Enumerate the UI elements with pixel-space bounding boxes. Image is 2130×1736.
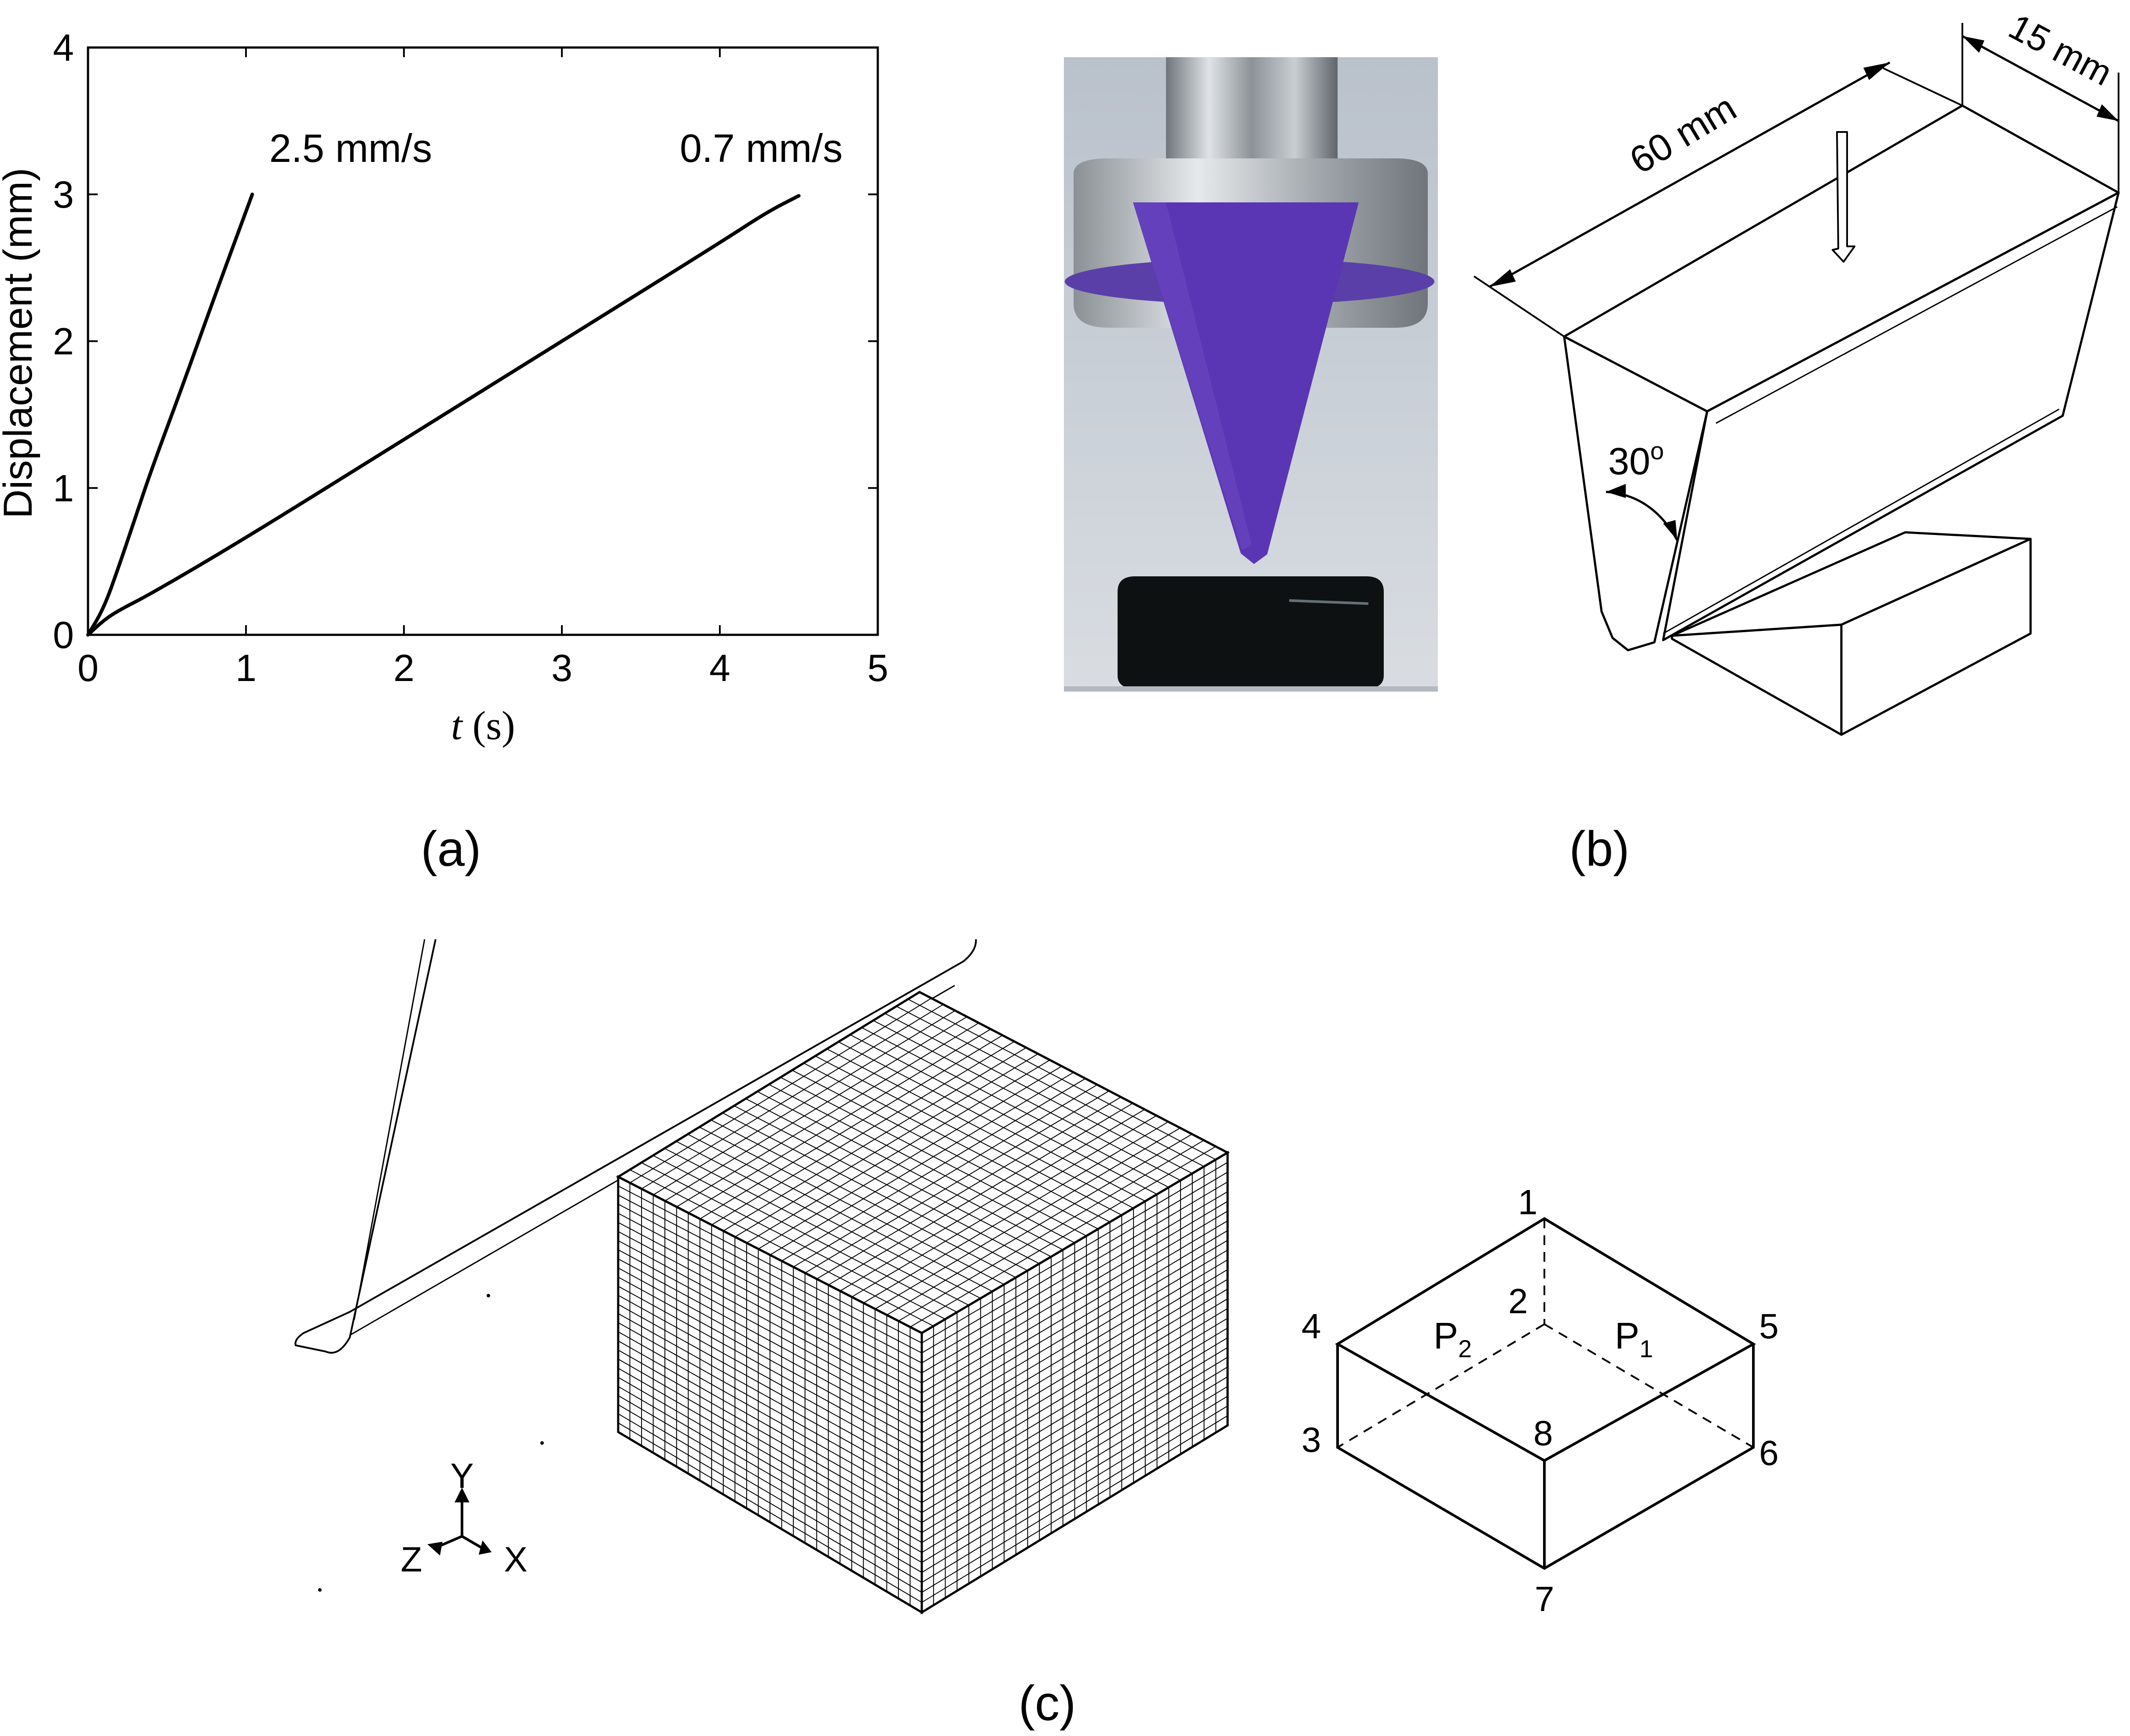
dim-label-width: 15 mm: [2002, 7, 2119, 94]
series-line-slow: [86, 194, 801, 637]
wedge-lower-highlight: [1663, 408, 2060, 634]
node-7: 7: [1535, 1579, 1554, 1619]
gel-sample-highlight: [1289, 599, 1369, 605]
hidden-edge-2-6: [1543, 1323, 1754, 1448]
caption-a: (a): [421, 821, 481, 876]
node-5: 5: [1759, 1307, 1779, 1346]
blade-outline: [294, 939, 977, 1354]
node-1: 1: [1518, 1183, 1538, 1222]
node-4: 4: [1301, 1307, 1321, 1346]
x-axis-unit: (s): [473, 703, 515, 748]
hidden-edge-2-3: [1337, 1323, 1545, 1448]
tick-labels: 0 1 2 3 4 5 0 1 2 3 4: [53, 27, 888, 689]
x-tick-label: 4: [709, 647, 730, 689]
y-tick-label: 0: [53, 614, 74, 656]
panel-a-chart: 0 1 2 3 4 5 0 1 2 3 4 2.5 mm/s 0.7 mm/s Displaceme…: [0, 27, 888, 876]
axis-label-x: X: [504, 1540, 527, 1579]
axis-label-y: Y: [450, 1456, 473, 1495]
wedge-inclined-face: [1662, 191, 2120, 641]
axis-triad: [427, 1487, 492, 1556]
wedge-edge-highlight: [1716, 206, 2118, 424]
blade-inner-edge: [353, 939, 425, 1320]
angle-label: 30o: [1608, 437, 1664, 483]
panel-b-photo: [1064, 57, 1438, 692]
panel-b-schematic: [1473, 23, 2120, 736]
x-tick-label: 5: [867, 647, 888, 689]
panel-c-mesh: Y Z X: [294, 939, 1230, 1615]
x-tick-label: 0: [77, 647, 99, 689]
caption-b: (b): [1569, 821, 1630, 876]
purple-wedge-indenter: [1133, 202, 1359, 564]
loading-rod: [1166, 57, 1338, 172]
series-line-fast: [86, 192, 254, 637]
wedge-highlight: [1133, 202, 1252, 550]
data-series: [86, 192, 801, 637]
x-axis-label: t (s): [451, 703, 515, 748]
block-front-face: [1671, 623, 1843, 736]
node-6: 6: [1759, 1433, 1779, 1472]
x-axis-var: t: [451, 703, 463, 748]
face-label-p1: P1: [1615, 1315, 1653, 1362]
face-label-p2: P2: [1433, 1315, 1472, 1362]
load-arrow-icon: [1832, 131, 1855, 263]
series-label-fast: 2.5 mm/s: [269, 127, 432, 171]
panel-c-element: [1335, 1217, 1756, 1570]
node-2: 2: [1508, 1282, 1528, 1321]
node-3: 3: [1301, 1420, 1321, 1459]
y-tick-label: 1: [53, 467, 74, 509]
x-tick-label: 1: [235, 647, 257, 689]
dim-label-length: 60 mm: [1623, 86, 1744, 182]
gel-sample: [1118, 576, 1384, 689]
mesh-grid: [618, 998, 1228, 1606]
photo-floor: [1064, 686, 1438, 692]
series-label-slow: 0.7 mm/s: [680, 127, 843, 171]
block-right-face: [1840, 538, 2032, 736]
node-8: 8: [1533, 1414, 1553, 1453]
dim-line-width: [1961, 35, 2119, 122]
y-tick-label: 3: [53, 174, 74, 216]
caption-c: (c): [1019, 1676, 1076, 1731]
x-tick-label: 2: [393, 647, 414, 689]
y-tick-label: 4: [53, 27, 74, 69]
x-tick-label: 3: [551, 647, 572, 689]
dim-line-length: [1488, 61, 1891, 288]
element-node-labels: 1 2 3 4 5 6 7 8 P2 P1 (c): [1019, 1183, 1779, 1731]
y-axis-label: Displacement (mm): [0, 168, 40, 518]
y-tick-label: 2: [53, 321, 74, 363]
axis-label-z: Z: [401, 1540, 422, 1579]
